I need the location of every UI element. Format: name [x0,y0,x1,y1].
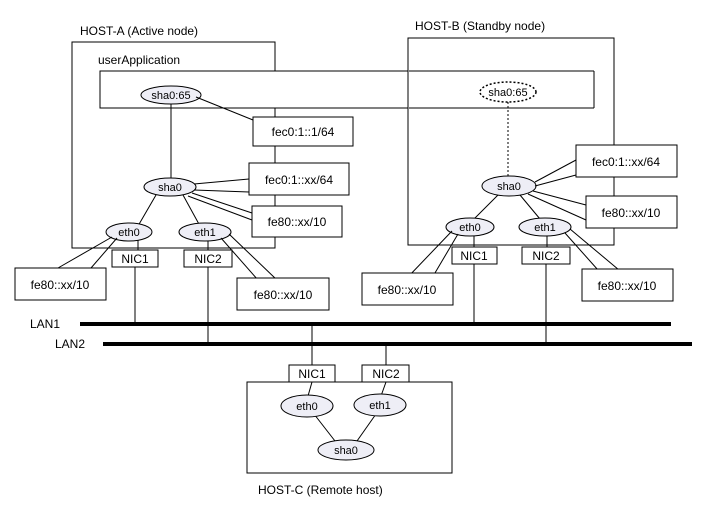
eth0-label-c: eth0 [296,401,317,413]
sha0-label-b: sha0 [497,181,521,193]
lan2-label: LAN2 [55,337,85,351]
host-b-title: HOST-B (Standby node) [415,19,545,33]
callout-virt-a-text: fec0:1::1/64 [272,125,335,139]
sha0-65-node-b [479,81,537,103]
eth1-node-b [518,217,572,237]
sha0-node-c [317,439,375,461]
eth1-label-a: eth1 [194,227,215,239]
sha0-node-a [143,177,197,197]
callout-line-link-eth1-a-1 [228,233,278,281]
nic1-label-b: NIC1 [460,249,488,263]
callout-line-link-eth0-b-2 [431,233,459,279]
eth0-label-b: eth0 [459,222,480,234]
eth1-label-b: eth1 [534,222,555,234]
host-a-title: HOST-A (Active node) [80,24,198,38]
nic1-label-a: NIC1 [121,252,149,266]
callout-virt-a [252,116,354,147]
eth1-label-c: eth1 [369,400,390,412]
link-sha0-eth0-a [137,194,157,227]
eth0-node-b [445,217,495,237]
callout-line-site-a-2 [193,189,250,193]
callout-line-link-eth1-b-1 [569,228,620,271]
callout-link-eth1-a [236,277,330,311]
sha0-65-label-a: sha0:65 [151,90,190,102]
lan1-label: LAN1 [30,317,60,331]
callout-link-eth0-a-text: fe80::xx/10 [31,278,90,292]
eth1-node-a [178,222,232,242]
callout-link-sha0-b [585,195,678,229]
callout-link-eth0-b-text: fe80::xx/10 [378,283,437,297]
callout-site-a [248,162,350,196]
callout-site-b [575,144,678,178]
link-sha0-eth1-b [519,194,541,220]
callout-site-b-text: fec0:1::xx/64 [592,155,660,169]
sha0-65-node-a [140,85,202,105]
nic2-label-c: NIC2 [372,367,400,381]
eth1-node-c [353,393,407,417]
callout-site-a-text: fec0:1::xx/64 [265,173,333,187]
callout-line-link-sha0-a-1 [191,192,253,214]
callout-link-eth1-b [581,268,674,302]
callout-line-link-sha0-b-1 [532,190,587,206]
callout-link-eth0-a [14,267,107,301]
callout-link-eth1-b-text: fe80::xx/10 [598,279,657,293]
link-nic1-eth0-c [307,381,313,397]
callout-link-sha0-a-text: fe80::xx/10 [268,215,327,229]
callout-line-site-a-1 [193,178,250,185]
user-application-label: userApplication [98,53,180,67]
callout-link-eth1-a-text: fe80::xx/10 [254,288,313,302]
link-eth1-sha0-c [356,413,377,442]
callout-line-link-eth0-b-1 [406,230,453,279]
callout-link-sha0-b-text: fe80::xx/10 [602,206,661,220]
callout-line-link-eth0-a-2 [90,237,118,269]
nic2-label-b: NIC2 [532,249,560,263]
link-eth0-sha0-c [313,413,336,442]
callout-line-site-b-1 [534,159,577,183]
callout-link-eth0-b [361,272,454,306]
callout-line-link-sha0-a-2 [187,195,253,221]
host-b-box [407,37,615,246]
eth0-label-a: eth0 [118,227,139,239]
callout-line-link-eth1-b-2 [564,232,599,271]
callout-link-sha0-a [251,205,343,238]
callout-line-link-sha0-b-2 [527,193,587,221]
link-sha0-eth0-b [473,194,499,220]
link-sha0-eth1-a [182,194,201,227]
host-c-title: HOST-C (Remote host) [258,483,383,497]
eth0-node-a [105,222,153,242]
sha0-label-c: sha0 [334,445,358,457]
sha0-label-a: sha0 [158,182,182,194]
sha0-65-label-b: sha0:65 [488,87,527,99]
eth0-node-c [280,394,334,418]
callout-line-link-eth0-a-1 [57,236,113,269]
callout-line-site-b-2 [534,174,577,187]
nic2-label-a: NIC2 [194,252,222,266]
nic1-label-c: NIC1 [298,367,326,381]
callout-line-link-eth1-a-2 [220,237,259,281]
